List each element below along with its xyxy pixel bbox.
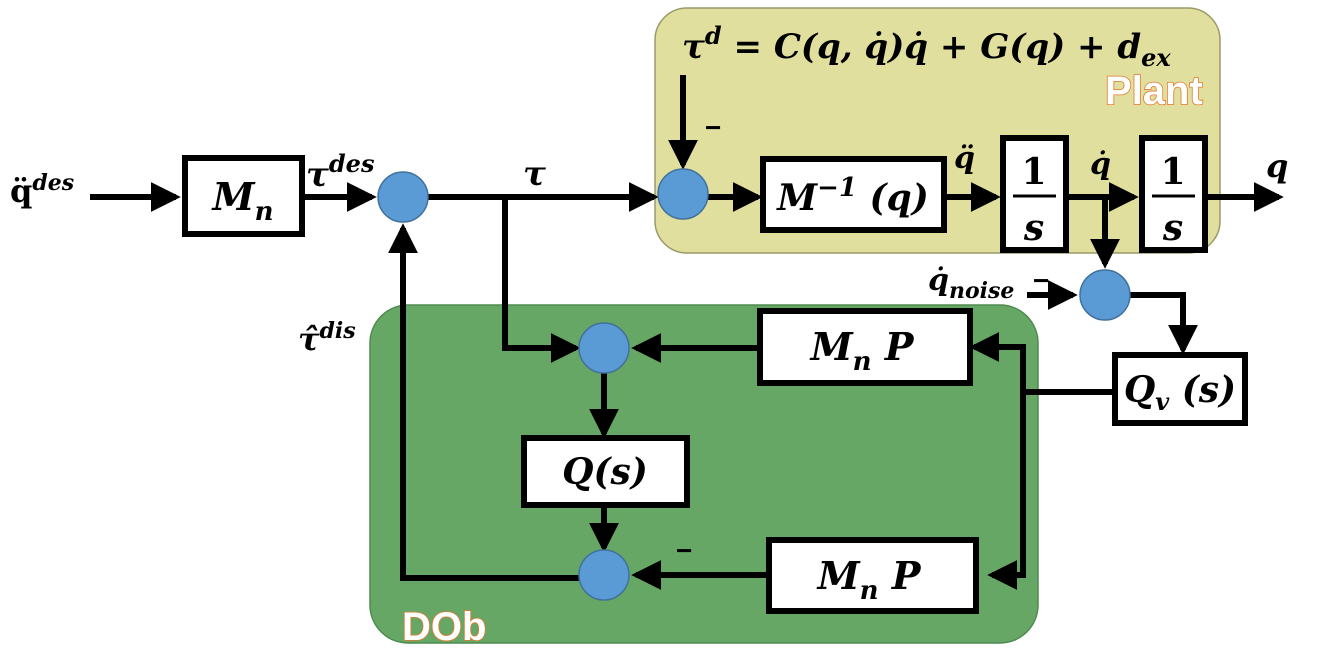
svg-text:Q(s): Q(s) — [562, 451, 648, 493]
block-minv: M−1 (q) — [760, 156, 947, 233]
svg-text:Mn: Mn — [211, 174, 274, 227]
block-integrator-2: 1 s — [1139, 135, 1208, 253]
svg-text:Mn P: Mn P — [816, 553, 922, 606]
wire-qv-to-mnp-top — [969, 332, 1026, 392]
block-mnp-top: Mn P — [757, 308, 973, 386]
sum-junction-dob-upper — [578, 322, 630, 374]
label-qdd: q̈ — [954, 141, 975, 176]
sum-junction-input — [377, 171, 429, 223]
svg-text:1: 1 — [1160, 151, 1185, 193]
block-mnp-bottom: Mn P — [766, 537, 979, 614]
block-mn: Mn — [182, 155, 305, 237]
minus-sign-disturbance: − — [705, 112, 721, 143]
label-tau: τ — [523, 154, 546, 194]
disturbance-equation: τd = C(q, q̇)q̇ + G(q) + dex — [682, 21, 1171, 72]
minus-sign-noise: − — [1033, 265, 1049, 296]
wire-tau-dis-feedback — [388, 223, 580, 581]
label-qd-noise: q̇noise — [928, 263, 1014, 304]
svg-text:s: s — [1162, 207, 1183, 249]
minus-sign-dob-lower: − — [676, 535, 692, 566]
block-integrator-1: 1 s — [1000, 135, 1069, 253]
block-qv-filter: Qv (s) — [1112, 352, 1248, 426]
svg-text:M−1 (q): M−1 (q) — [775, 173, 929, 219]
wire-noise-sum-to-qv — [1130, 292, 1198, 355]
svg-text:Qv (s): Qv (s) — [1124, 369, 1236, 416]
svg-text:1: 1 — [1021, 151, 1046, 193]
label-q: q — [1266, 147, 1288, 185]
block-q-filter: Q(s) — [521, 435, 690, 508]
sum-junction-noise — [1079, 269, 1131, 321]
dob-label: DOb — [402, 605, 486, 649]
label-qdd-des: q̈des — [10, 170, 74, 210]
label-tau-des: τdes — [306, 149, 375, 195]
svg-text:Mn P: Mn P — [809, 324, 915, 377]
svg-text:s: s — [1023, 207, 1044, 249]
label-qd: q̇ — [1090, 147, 1111, 182]
wire-qv-to-mnp — [987, 389, 1112, 590]
sum-junction-dob-lower — [578, 549, 630, 601]
signal-wires — [90, 75, 1284, 590]
sum-junction-plant — [657, 168, 709, 220]
plant-label: Plant — [1105, 69, 1203, 113]
wire-tau-to-sum-dob — [502, 197, 581, 363]
label-tau-dis-hat: τ̂dis — [298, 318, 356, 358]
